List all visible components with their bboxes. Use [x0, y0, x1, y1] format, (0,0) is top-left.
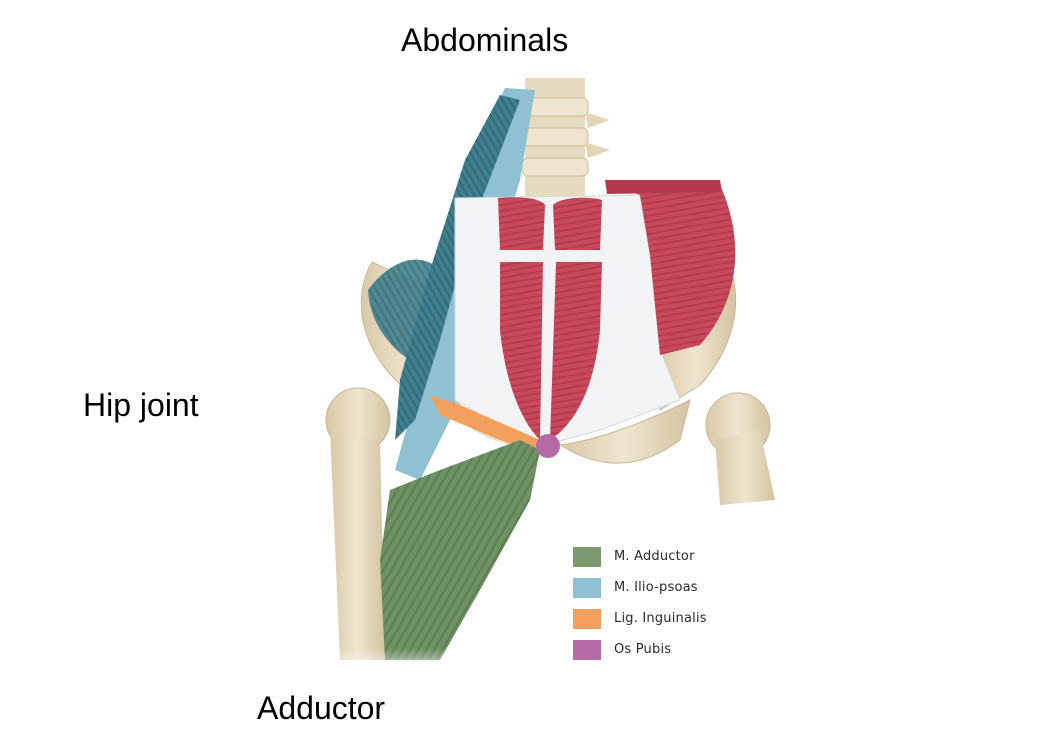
legend-label: M. Ilio-psoas: [614, 580, 698, 595]
inguinal-ligament: [430, 395, 540, 452]
spine: [521, 78, 610, 198]
legend-label: Lig. Inguinalis: [614, 611, 707, 626]
os-pubis: [536, 434, 560, 458]
legend-swatch: [573, 609, 601, 629]
label-abdominals: Abdominals: [401, 22, 569, 58]
abdominal-wall: [454, 180, 736, 446]
legend-swatch: [573, 578, 601, 598]
label-adductor: Adductor: [257, 690, 386, 726]
legend-label: Os Pubis: [614, 642, 672, 657]
legend-swatch: [573, 547, 601, 567]
legend-label: M. Adductor: [614, 549, 695, 564]
label-hip-joint: Hip joint: [83, 387, 199, 423]
legend-swatch: [573, 640, 601, 660]
anatomy-illustration: [280, 78, 872, 678]
